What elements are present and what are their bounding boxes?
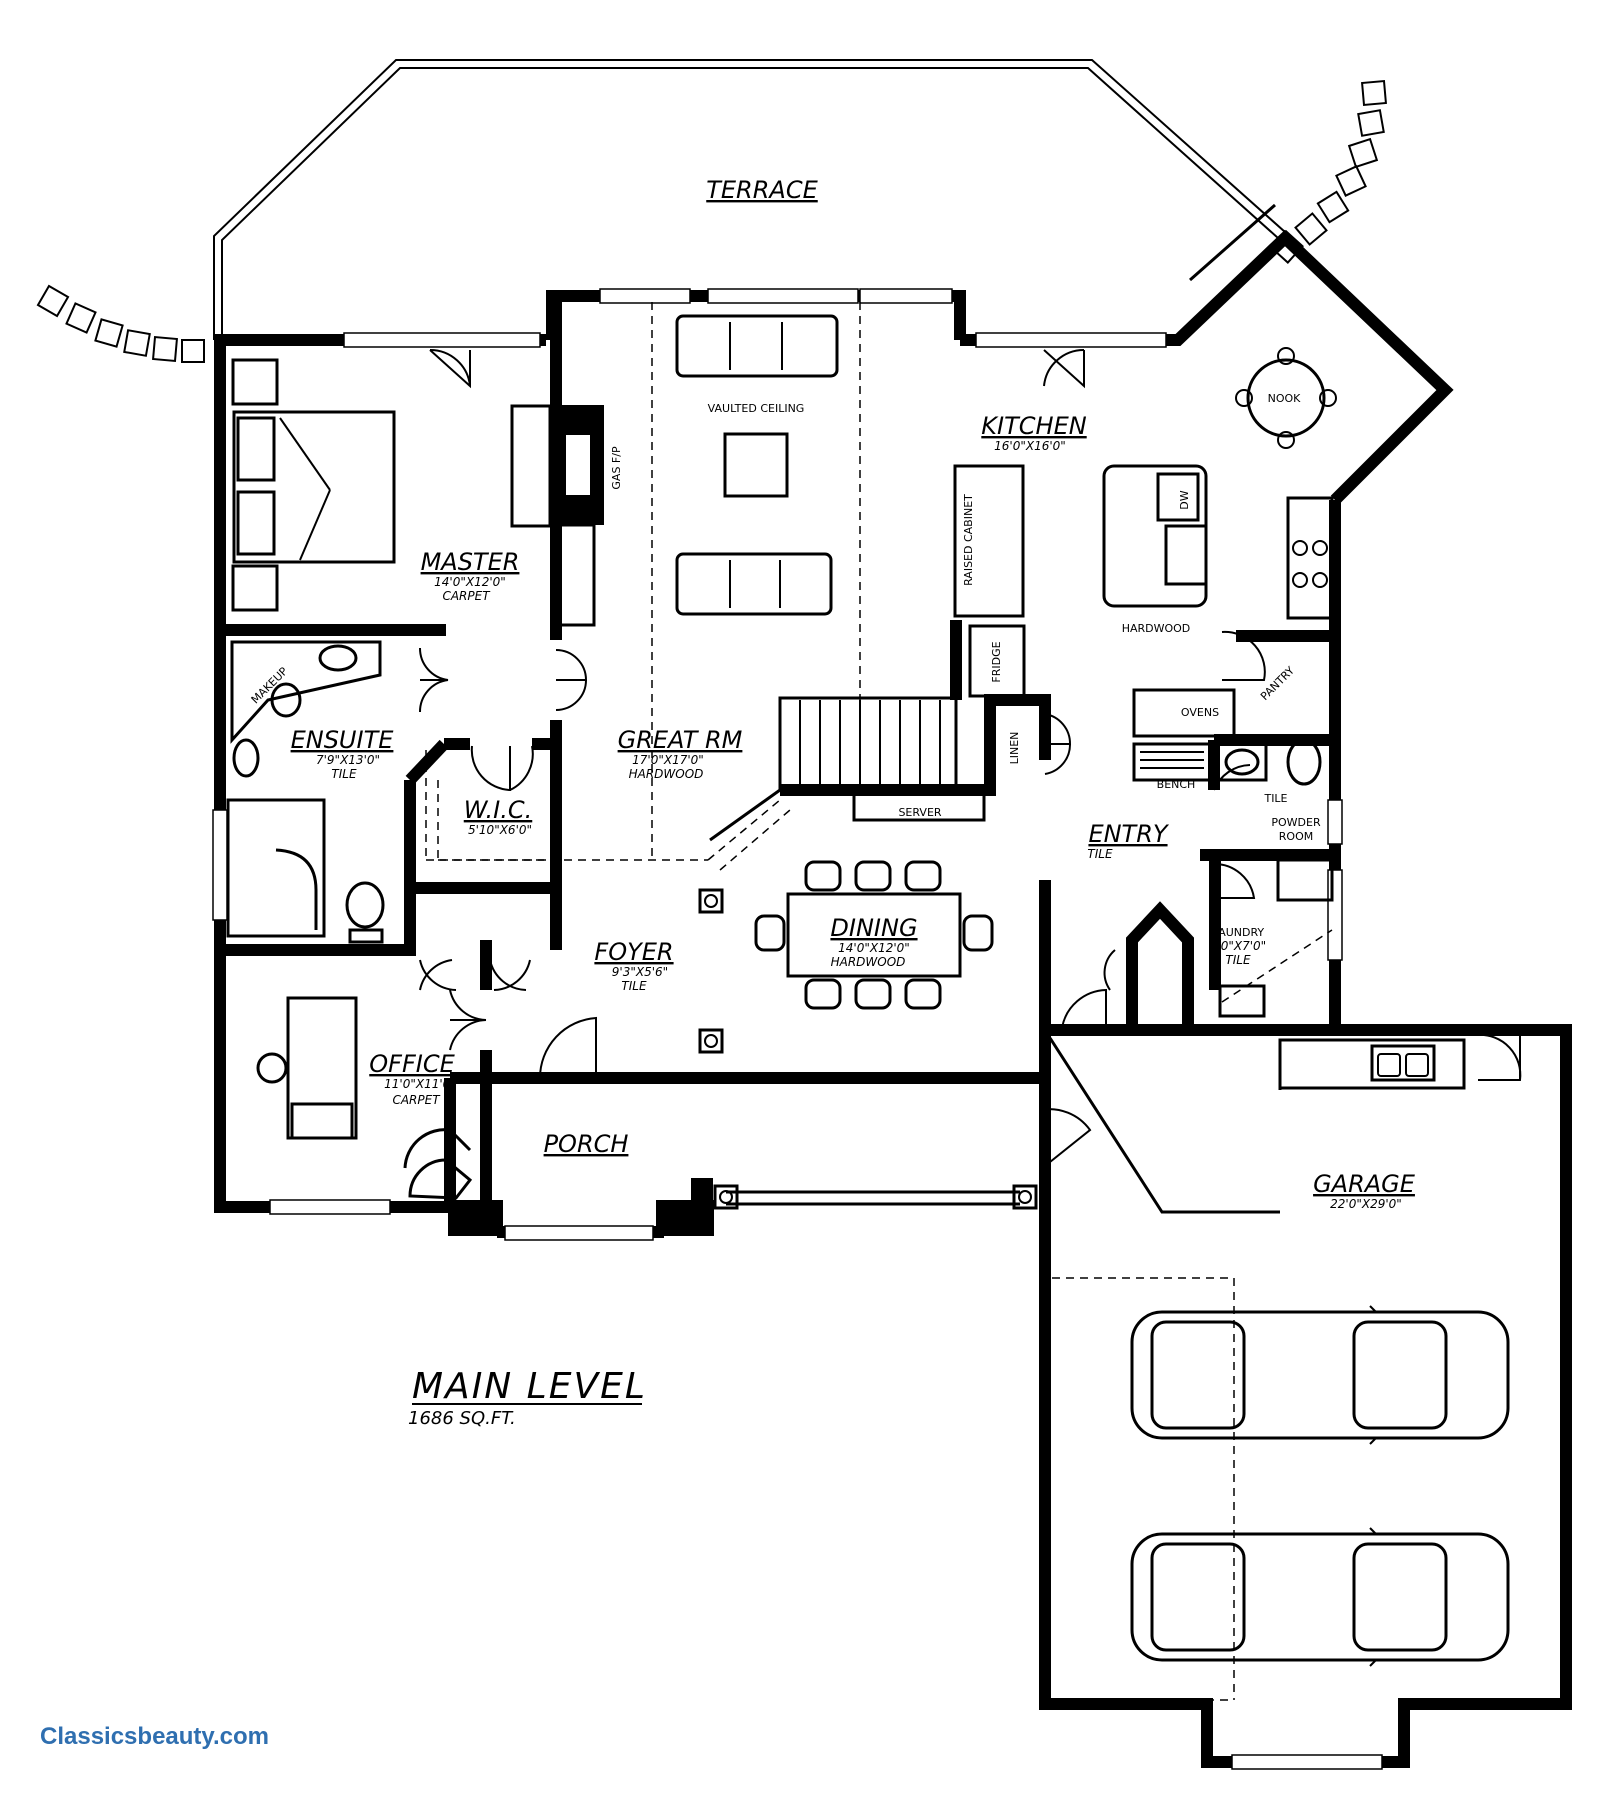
kitchen-size: 16'0"X16'0" bbox=[994, 439, 1066, 453]
dining-floor: HARDWOOD bbox=[831, 955, 906, 969]
laundry-label: LAUNDRY bbox=[1212, 926, 1265, 939]
office-size: 11'0"X11'0" bbox=[384, 1077, 456, 1091]
dining-furniture bbox=[698, 799, 994, 1054]
stepping-stones-left bbox=[36, 284, 205, 363]
nook-label: NOOK bbox=[1268, 392, 1302, 405]
office-label: OFFICE bbox=[369, 1050, 455, 1078]
linen-label: LINEN bbox=[1008, 732, 1021, 765]
office-furniture bbox=[256, 996, 473, 1200]
garage-label: GARAGE bbox=[1313, 1170, 1416, 1198]
garage-size: 22'0"X29'0" bbox=[1330, 1197, 1402, 1211]
entry-floor: TILE bbox=[1087, 847, 1113, 861]
watermark-text: Classicsbeauty.com bbox=[40, 1723, 269, 1750]
entry-label: ENTRY bbox=[1088, 820, 1169, 848]
dining-label: DINING bbox=[830, 914, 917, 942]
porch bbox=[713, 1184, 1038, 1210]
master-label: MASTER bbox=[421, 548, 520, 576]
porch-label: PORCH bbox=[544, 1130, 629, 1158]
kitchen-fixtures bbox=[953, 347, 1337, 1018]
wic-size: 5'10"X6'0" bbox=[468, 823, 532, 837]
ensuite-size: 7'9"X13'0" bbox=[316, 753, 380, 767]
ensuite-floor: TILE bbox=[331, 767, 357, 781]
server-label: SERVER bbox=[898, 806, 941, 819]
great-rm-label: GREAT RM bbox=[618, 726, 743, 754]
wic-label: W.I.C. bbox=[464, 796, 533, 824]
ensuite-label: ENSUITE bbox=[291, 726, 395, 754]
powder-floor: TILE bbox=[1263, 792, 1287, 805]
gas-fp-label: GAS F/P bbox=[610, 446, 623, 490]
dining-size: 14'0"X12'0" bbox=[838, 941, 910, 955]
terrace-label: TERRACE bbox=[706, 176, 818, 204]
kitchen-floor: HARDWOOD bbox=[1122, 622, 1191, 635]
powder-label-2: ROOM bbox=[1279, 830, 1313, 843]
garage-fixtures bbox=[1048, 1037, 1510, 1701]
plan-title: MAIN LEVEL bbox=[412, 1366, 647, 1407]
laundry-floor: TILE bbox=[1225, 953, 1251, 967]
master-furniture bbox=[231, 358, 396, 612]
room-labels: TERRACE MASTER 14'0"X12'0" CARPET VAULTE… bbox=[249, 176, 1416, 1429]
office-floor: CARPET bbox=[392, 1093, 441, 1107]
terrace-outline bbox=[213, 59, 1286, 340]
bench-label: BENCH bbox=[1157, 778, 1196, 791]
fridge-label: FRIDGE bbox=[990, 641, 1003, 682]
ensuite-fixtures bbox=[226, 640, 556, 944]
great-rm-size: 17'0"X17'0" bbox=[632, 753, 704, 767]
master-size: 14'0"X12'0" bbox=[434, 575, 506, 589]
dw-label: DW bbox=[1178, 490, 1191, 509]
doors bbox=[418, 348, 1522, 1171]
plan-area: 1686 SQ.FT. bbox=[408, 1408, 516, 1429]
great-room-furniture bbox=[437, 302, 861, 861]
kitchen-label: KITCHEN bbox=[981, 412, 1086, 440]
powder-label-1: POWDER bbox=[1271, 816, 1321, 829]
stairs bbox=[778, 696, 986, 822]
ovens-label: OVENS bbox=[1181, 706, 1219, 719]
great-rm-floor: HARDWOOD bbox=[629, 767, 704, 781]
vaulted-ceiling-label: VAULTED CEILING bbox=[708, 402, 805, 415]
foyer-label: FOYER bbox=[594, 938, 673, 966]
laundry-size: 6'0"X7'0" bbox=[1210, 939, 1266, 953]
foyer-floor: TILE bbox=[621, 979, 647, 993]
foyer-size: 9'3"X5'6" bbox=[612, 965, 668, 979]
interior-walls bbox=[220, 296, 1335, 1704]
master-floor: CARPET bbox=[442, 589, 491, 603]
raised-cabinet-label: RAISED CABINET bbox=[962, 494, 975, 586]
